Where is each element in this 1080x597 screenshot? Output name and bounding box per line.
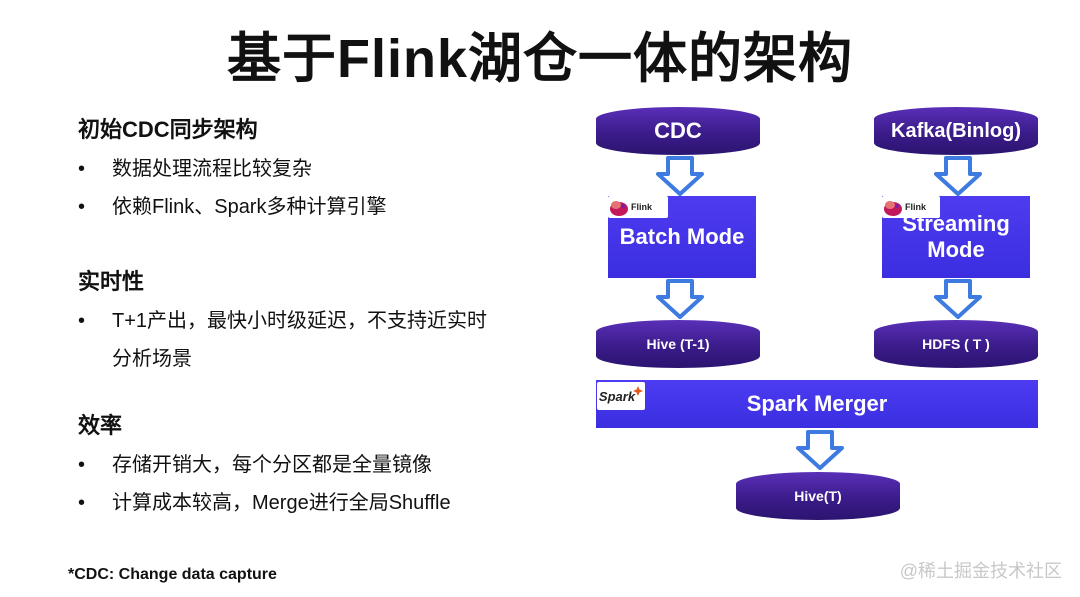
flink-logo-text: Flink [905, 202, 927, 212]
page-title: 基于Flink湖仓一体的架构 [226, 29, 853, 89]
bullet-dot: • [78, 492, 86, 514]
bullet-text: 计算成本较高，Merge进行全局Shuffle [112, 492, 451, 514]
spark-merger-label: Spark Merger [746, 391, 888, 416]
bullet-dot: • [78, 158, 86, 180]
bullet-item: • 计算成本较高，Merge进行全局Shuffle [78, 484, 451, 522]
arrow-down-icon [934, 156, 982, 196]
bullet-text: 分析场景 [112, 348, 192, 370]
hdfs-t-cylinder: HDFS ( T ) [874, 320, 1038, 368]
cdc-label: CDC [654, 118, 702, 143]
hive-t-label: Hive(T) [794, 488, 842, 504]
streaming-mode-label-line2: Mode [927, 237, 985, 262]
bullet-item: • 依赖Flink、Spark多种计算引擎 [78, 188, 386, 226]
arrow-down-icon [796, 430, 844, 470]
arrow-down-icon [656, 279, 704, 319]
hive-t1-cylinder: Hive (T-1) [596, 320, 760, 368]
flink-logo-icon: Flink [882, 196, 940, 218]
section-heading-cdc: 初始CDC同步架构 [78, 117, 258, 142]
bullet-continuation: 分析场景 [78, 340, 192, 378]
arrow-down-icon [656, 156, 704, 196]
arrow-down-icon [934, 279, 982, 319]
spark-merger-bar: Spark Merger [596, 380, 1038, 428]
hive-t-cylinder: Hive(T) [736, 472, 900, 520]
flink-logo-icon: Flink [608, 196, 668, 218]
bullet-dot: • [78, 310, 86, 332]
flink-squirrel-icon [610, 201, 628, 216]
spark-star-icon [633, 386, 644, 396]
streaming-mode-box: Streaming Mode [882, 196, 1030, 278]
kafka-source-cylinder: Kafka(Binlog) [874, 107, 1038, 155]
bullet-text: 存储开销大，每个分区都是全量镜像 [112, 454, 432, 476]
bullet-item: • 数据处理流程比较复杂 [78, 150, 312, 188]
flink-squirrel-icon [884, 201, 902, 216]
bullet-item: • 存储开销大，每个分区都是全量镜像 [78, 446, 432, 484]
watermark: @稀土掘金技术社区 [899, 561, 1062, 581]
bullet-text: 依赖Flink、Spark多种计算引擎 [112, 196, 387, 218]
batch-mode-label: Batch Mode [619, 224, 745, 249]
cdc-source-cylinder: CDC [596, 107, 760, 155]
bullet-text: T+1产出，最快小时级延迟，不支持近实时 [112, 310, 488, 332]
spark-logo-icon: Spark [597, 382, 645, 410]
hdfs-t-label: HDFS ( T ) [922, 336, 990, 352]
footnote: *CDC: Change data capture [68, 566, 277, 583]
bullet-text: 数据处理流程比较复杂 [112, 158, 312, 180]
bullet-dot: • [78, 454, 86, 476]
flink-logo-text: Flink [631, 202, 653, 212]
kafka-label: Kafka(Binlog) [891, 119, 1021, 142]
section-heading-realtime: 实时性 [78, 269, 145, 294]
bullet-item: • T+1产出，最快小时级延迟，不支持近实时 [78, 302, 487, 340]
hive-t1-label: Hive (T-1) [646, 336, 710, 352]
bullet-dot: • [78, 196, 86, 218]
batch-mode-box: Batch Mode [608, 196, 756, 278]
section-heading-efficiency: 效率 [78, 413, 123, 438]
spark-logo-text: Spark [598, 388, 636, 404]
